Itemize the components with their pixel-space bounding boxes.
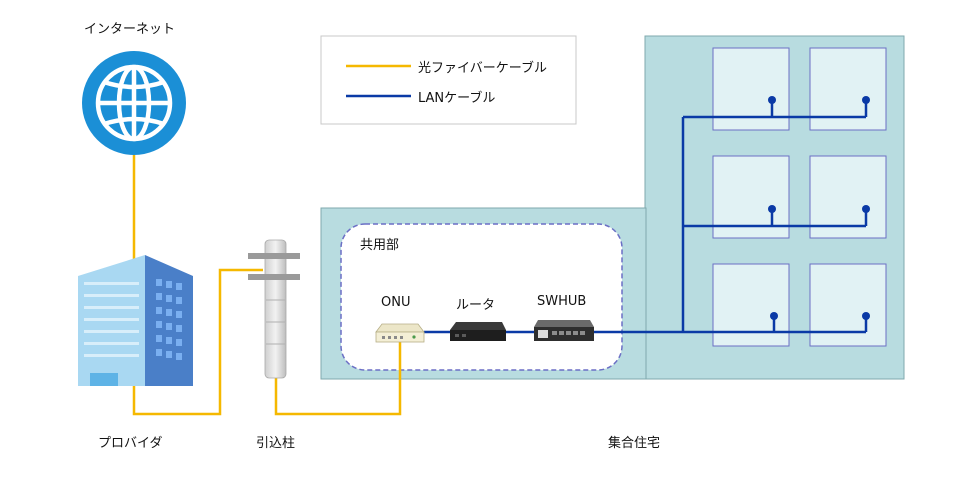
onu-device-icon bbox=[375, 323, 425, 343]
fiber-provider-to-pole bbox=[132, 268, 263, 416]
globe-icon bbox=[82, 51, 186, 155]
lan-outlet bbox=[862, 96, 870, 104]
legend-box bbox=[320, 35, 577, 125]
swhub-label: SWHUB bbox=[537, 294, 587, 309]
onu-label: ONU bbox=[381, 295, 411, 310]
switch-hub-device-icon bbox=[534, 320, 594, 341]
lan-outlet bbox=[862, 312, 870, 320]
pole-label: 引込柱 bbox=[256, 436, 296, 451]
office-building-icon bbox=[78, 255, 193, 386]
legend-fiber-label: 光ファイバーケーブル bbox=[418, 61, 547, 76]
lan-outlet bbox=[768, 96, 776, 104]
lan-cables bbox=[424, 100, 868, 334]
apartment-label: 集合住宅 bbox=[608, 436, 661, 451]
fiber-pole-to-onu bbox=[274, 340, 402, 416]
common-area-label: 共用部 bbox=[360, 238, 400, 253]
utility-pole-icon bbox=[248, 239, 300, 379]
lan-outlet bbox=[768, 205, 776, 213]
room-3-2 bbox=[809, 263, 887, 347]
legend bbox=[320, 35, 577, 125]
legend-lan-label: LANケーブル bbox=[418, 91, 496, 106]
room-3-1 bbox=[712, 263, 790, 347]
provider-label: プロバイダ bbox=[98, 436, 163, 451]
lan-outlet bbox=[770, 312, 778, 320]
router-device-icon bbox=[450, 322, 506, 341]
lan-outlet bbox=[862, 205, 870, 213]
internet-label: インターネット bbox=[84, 22, 176, 37]
router-label: ルータ bbox=[456, 298, 496, 313]
fiber-cables bbox=[132, 155, 402, 416]
lan-outlets bbox=[768, 96, 870, 320]
room-2-2 bbox=[809, 155, 887, 239]
room-2-1 bbox=[712, 155, 790, 239]
